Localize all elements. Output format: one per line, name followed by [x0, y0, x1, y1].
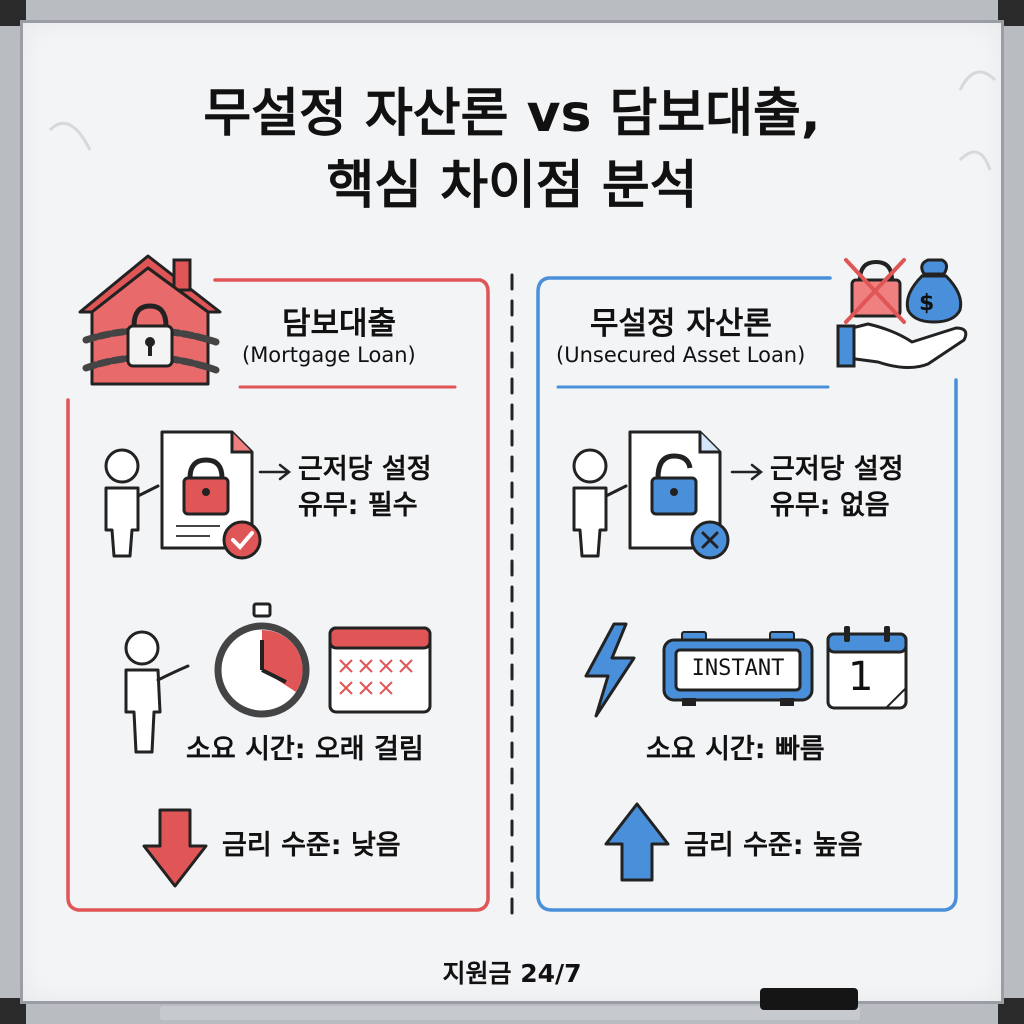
- mortgage-lien-line-1: 근저당 설정: [298, 454, 432, 485]
- person-document-unlock-icon: [572, 430, 730, 560]
- arrow-up-icon: [604, 802, 670, 882]
- unsecured-rate: 금리 수준: 높음: [684, 830, 863, 861]
- arrow-right-icon: [730, 463, 764, 481]
- title-line-2: 핵심 차이점 분석: [326, 156, 698, 216]
- unsecured-title: 무설정 자산론: [590, 306, 772, 342]
- instant-display-icon: [662, 631, 814, 706]
- title-line-1: 무설정 자산론 vs 담보대출,: [203, 84, 821, 144]
- no-lock-money-hand-icon: [836, 258, 968, 369]
- mortgage-lien: 근저당 설정 유무: 필수: [298, 452, 432, 524]
- arrow-right-icon: [258, 463, 292, 481]
- mortgage-rate: 금리 수준: 낮음: [222, 830, 401, 861]
- unsecured-subtitle: (Unsecured Asset Loan): [556, 343, 806, 367]
- page-title: 무설정 자산론 vs 담보대출, 핵심 차이점 분석: [0, 78, 1024, 222]
- unsecured-time: 소요 시간: 빠름: [646, 734, 825, 765]
- person-document-lock-icon: [104, 430, 262, 560]
- person-stopwatch-calendar-icon: [124, 602, 432, 754]
- dollar-sign: $: [919, 291, 935, 316]
- mortgage-subtitle: (Mortgage Loan): [242, 343, 416, 367]
- unsecured-lien-line-1: 근저당 설정: [770, 454, 904, 485]
- calendar-icon: [826, 626, 908, 710]
- unsecured-lien: 근저당 설정 유무: 없음: [770, 452, 904, 524]
- mortgage-lien-line-2: 유무: 필수: [298, 490, 418, 521]
- mortgage-title: 담보대출: [282, 306, 397, 342]
- mortgage-time: 소요 시간: 오래 걸림: [186, 734, 424, 765]
- arrow-down-icon: [142, 808, 208, 888]
- calendar-day: 1: [848, 654, 874, 700]
- instant-label: INSTANT: [691, 656, 785, 681]
- locked-house-icon: [78, 254, 222, 386]
- eraser: [760, 988, 858, 1010]
- marker-tray: [160, 1006, 860, 1020]
- lightning-icon: [584, 622, 636, 718]
- unsecured-lien-line-2: 유무: 없음: [770, 490, 890, 521]
- footer-text: 지원금 24/7: [442, 959, 582, 988]
